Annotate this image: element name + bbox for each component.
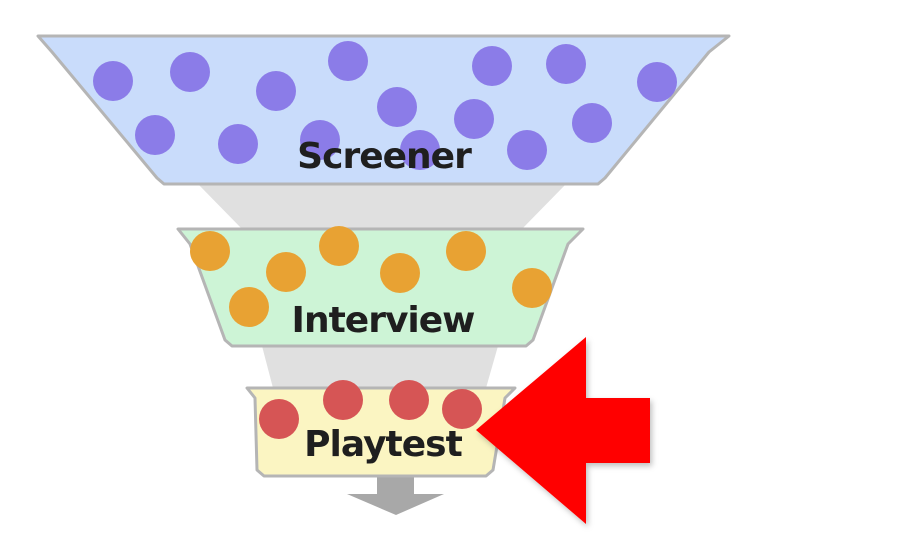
participant-dot — [256, 71, 296, 111]
stage-interview-dots — [190, 226, 552, 327]
stage-screener: Screener — [36, 34, 731, 186]
participant-dot — [572, 103, 612, 143]
stage-playtest-dots — [259, 380, 482, 439]
stage-screener-label: Screener — [297, 136, 472, 177]
participant-dot — [135, 115, 175, 155]
participant-dot — [546, 44, 586, 84]
participant-dot — [442, 389, 482, 429]
participant-dot — [323, 380, 363, 420]
participant-dot — [218, 124, 258, 164]
stage-playtest-label: Playtest — [304, 424, 462, 465]
participant-dot — [259, 399, 299, 439]
participant-dot — [446, 231, 486, 271]
participant-dot — [319, 226, 359, 266]
neck-screener-to-interview — [197, 183, 567, 230]
stage-playtest: Playtest — [245, 380, 517, 478]
participant-dot — [472, 46, 512, 86]
participant-dot — [389, 380, 429, 420]
participant-dot — [400, 130, 440, 170]
participant-dot — [190, 231, 230, 271]
stage-interview-label: Interview — [292, 300, 476, 341]
participant-dot — [380, 253, 420, 293]
participant-dot — [512, 268, 552, 308]
participant-dot — [637, 62, 677, 102]
participant-dot — [93, 61, 133, 101]
neck-interview-to-playtest — [262, 346, 498, 388]
participant-dot — [507, 130, 547, 170]
funnel-exit-arrow-icon — [347, 476, 444, 515]
participant-dot — [328, 41, 368, 81]
stage-screener-dots — [93, 41, 677, 170]
participant-dot — [229, 287, 269, 327]
current-stage-arrow-icon — [476, 337, 650, 524]
participant-dot — [377, 87, 417, 127]
participant-dot — [300, 120, 340, 160]
participant-dot — [454, 99, 494, 139]
participant-dot — [266, 252, 306, 292]
participant-dot — [170, 52, 210, 92]
stage-interview: Interview — [176, 226, 585, 348]
